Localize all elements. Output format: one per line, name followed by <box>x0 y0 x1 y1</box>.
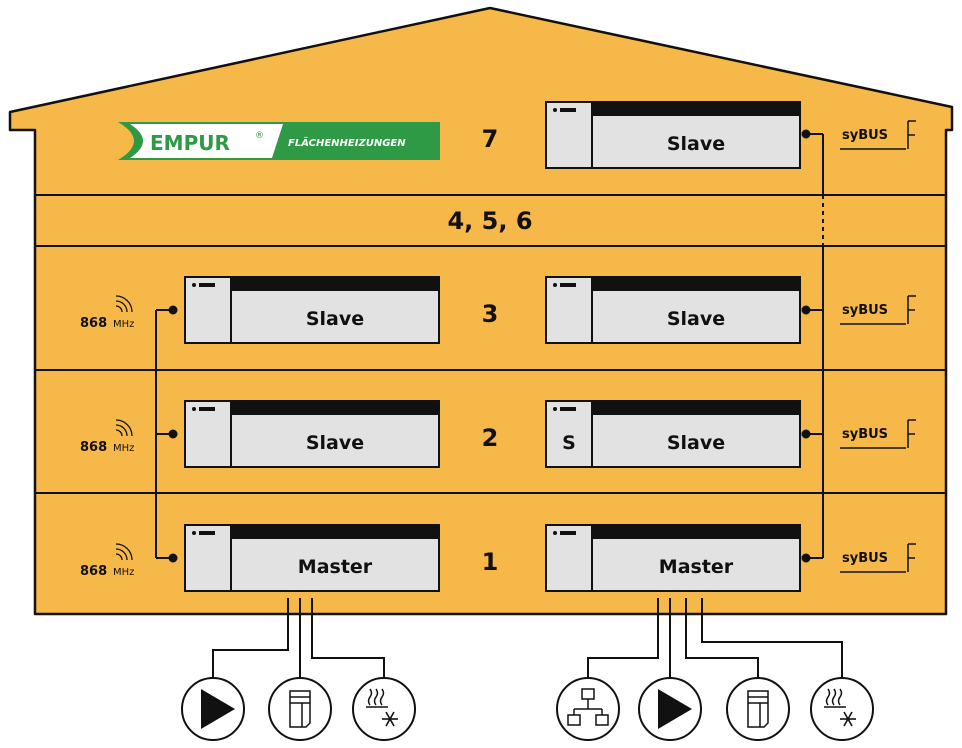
sybus-label-floor1: syBUS <box>840 543 916 573</box>
svg-text:868: 868 <box>80 564 107 579</box>
logo-wordmark: EMPUR <box>150 131 230 155</box>
controller-icon <box>268 677 332 741</box>
svg-text:syBUS: syBUS <box>842 128 888 143</box>
controller-icon <box>726 677 790 741</box>
heat-cool-icon <box>352 677 416 741</box>
right-peripheral-wiring <box>587 598 843 678</box>
device-floor3-right: Slave <box>545 276 801 344</box>
radio-label-floor1: 868 MHz <box>80 543 134 579</box>
radio-waves-icon <box>115 543 133 561</box>
device-label: Slave <box>306 308 364 330</box>
device-label: Slave <box>667 308 725 330</box>
pump-icon <box>638 677 702 741</box>
svg-text:868: 868 <box>80 440 107 455</box>
svg-text:syBUS: syBUS <box>842 303 888 318</box>
radio-waves-icon <box>115 419 133 437</box>
radio-label-floor2: 868 MHz <box>80 419 134 455</box>
device-floor2-left: Slave <box>184 400 440 468</box>
logo-tagline: FLÄCHENHEIZUNGEN <box>288 135 406 149</box>
device-floor1-right: Master <box>545 524 801 592</box>
sybus-label-floor7: syBUS <box>840 120 916 150</box>
snowflake-icon <box>840 711 856 727</box>
device-label: Slave <box>306 432 364 454</box>
svg-text:MHz: MHz <box>113 319 134 330</box>
heat-cool-icon <box>810 677 874 741</box>
device-label: Slave <box>667 432 725 454</box>
floor-label-1: 1 <box>482 548 499 576</box>
rf-link-wiring <box>155 305 178 563</box>
svg-text:syBUS: syBUS <box>842 551 888 566</box>
device-badge: S <box>562 432 576 454</box>
left-peripheral-wiring <box>212 598 385 678</box>
svg-text:MHz: MHz <box>113 443 134 454</box>
device-floor1-left: Master <box>184 524 440 592</box>
sybus-wiring <box>801 129 824 563</box>
snowflake-icon <box>382 711 398 727</box>
floor-label-4-5-6: 4, 5, 6 <box>447 207 532 235</box>
svg-text:MHz: MHz <box>113 567 134 578</box>
device-floor7-right: Slave <box>545 101 801 169</box>
device-label: Slave <box>667 133 725 155</box>
empur-logo: EMPUR ® FLÄCHENHEIZUNGEN <box>118 122 440 160</box>
logo-registered-mark: ® <box>255 131 264 141</box>
floor-label-3: 3 <box>482 300 499 328</box>
device-label: Master <box>659 556 734 578</box>
sybus-label-floor3: syBUS <box>840 295 916 325</box>
radio-waves-icon <box>115 295 133 313</box>
floor-label-7: 7 <box>482 125 499 153</box>
network-icon <box>556 677 620 741</box>
device-floor3-left: Slave <box>184 276 440 344</box>
svg-text:syBUS: syBUS <box>842 427 888 442</box>
pump-icon <box>181 677 245 741</box>
device-floor2-right: S Slave <box>545 400 801 468</box>
svg-text:868: 868 <box>80 316 107 331</box>
device-label: Master <box>298 556 373 578</box>
sybus-label-floor2: syBUS <box>840 419 916 449</box>
radio-label-floor3: 868 MHz <box>80 295 134 331</box>
floor-label-2: 2 <box>482 424 499 452</box>
